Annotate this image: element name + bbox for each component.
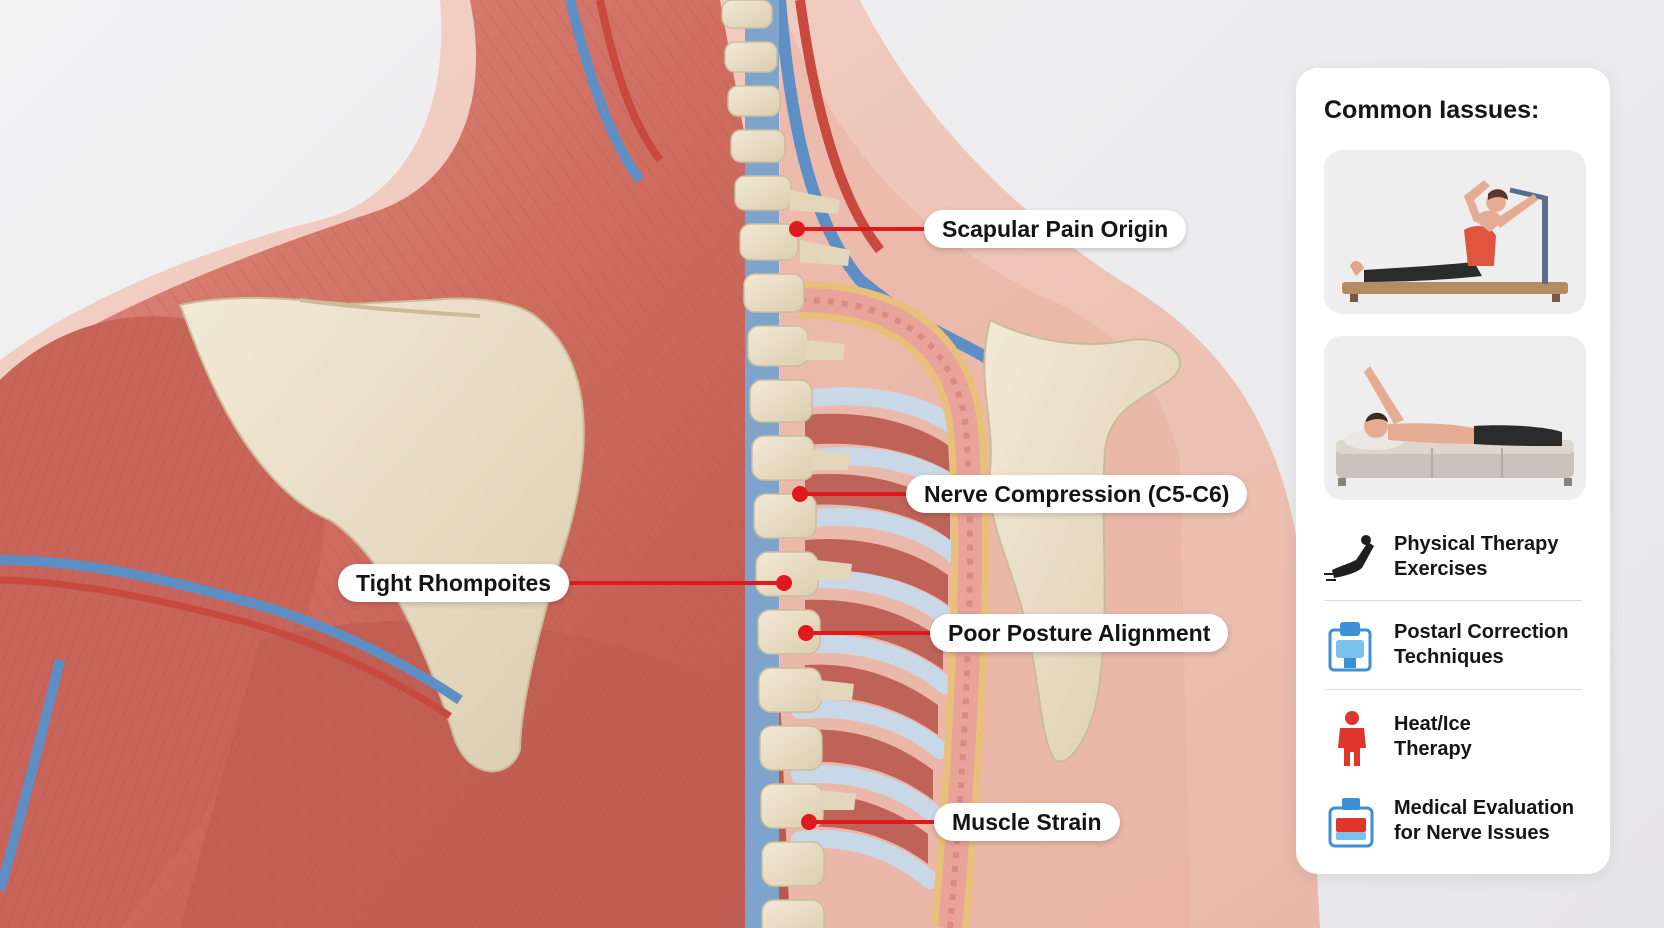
list-item-heat-ice: Heat/Ice Therapy <box>1324 704 1586 778</box>
callout-scapular-pain-origin: Scapular Pain Origin <box>924 210 1187 248</box>
divider <box>1324 689 1582 690</box>
person-icon <box>1324 710 1378 768</box>
callout-tight-rhomboids: Tight Rhompoites <box>338 564 570 602</box>
panel-title: Common Iassues: <box>1324 96 1540 124</box>
common-issues-panel: Common Iassues: <box>1296 68 1610 874</box>
item-label-line2: Techniques <box>1394 646 1504 668</box>
item-label-line2: Therapy <box>1394 738 1472 760</box>
medical-kit-icon <box>1324 794 1378 850</box>
exercise-icon <box>1324 530 1378 586</box>
item-label-line1: Physical Therapy <box>1394 533 1559 555</box>
item-label-line1: Heat/Ice <box>1394 713 1471 735</box>
item-label-line2: Exercises <box>1394 558 1488 580</box>
posture-icon <box>1324 618 1378 674</box>
list-item-postural-correction: Postarl Correction Techniques <box>1324 612 1586 686</box>
lying-stretch-illustration <box>1324 336 1586 500</box>
callout-muscle-strain: Muscle Strain <box>934 803 1120 841</box>
list-item-medical-evaluation: Medical Evaluation for Nerve Issues <box>1324 788 1586 862</box>
callout-poor-posture-alignment: Poor Posture Alignment <box>930 614 1229 652</box>
divider <box>1324 600 1582 601</box>
list-item-physical-therapy: Physical Therapy Exercises <box>1324 524 1586 598</box>
item-label-line2: for Nerve Issues <box>1394 822 1550 844</box>
callout-nerve-compression: Nerve Compression (C5-C6) <box>906 475 1248 513</box>
callout-leaders <box>570 221 934 830</box>
item-label-line1: Postarl Correction <box>1394 621 1569 643</box>
item-label-line1: Medical Evaluation <box>1394 797 1575 819</box>
seated-stretch-illustration <box>1324 150 1586 314</box>
